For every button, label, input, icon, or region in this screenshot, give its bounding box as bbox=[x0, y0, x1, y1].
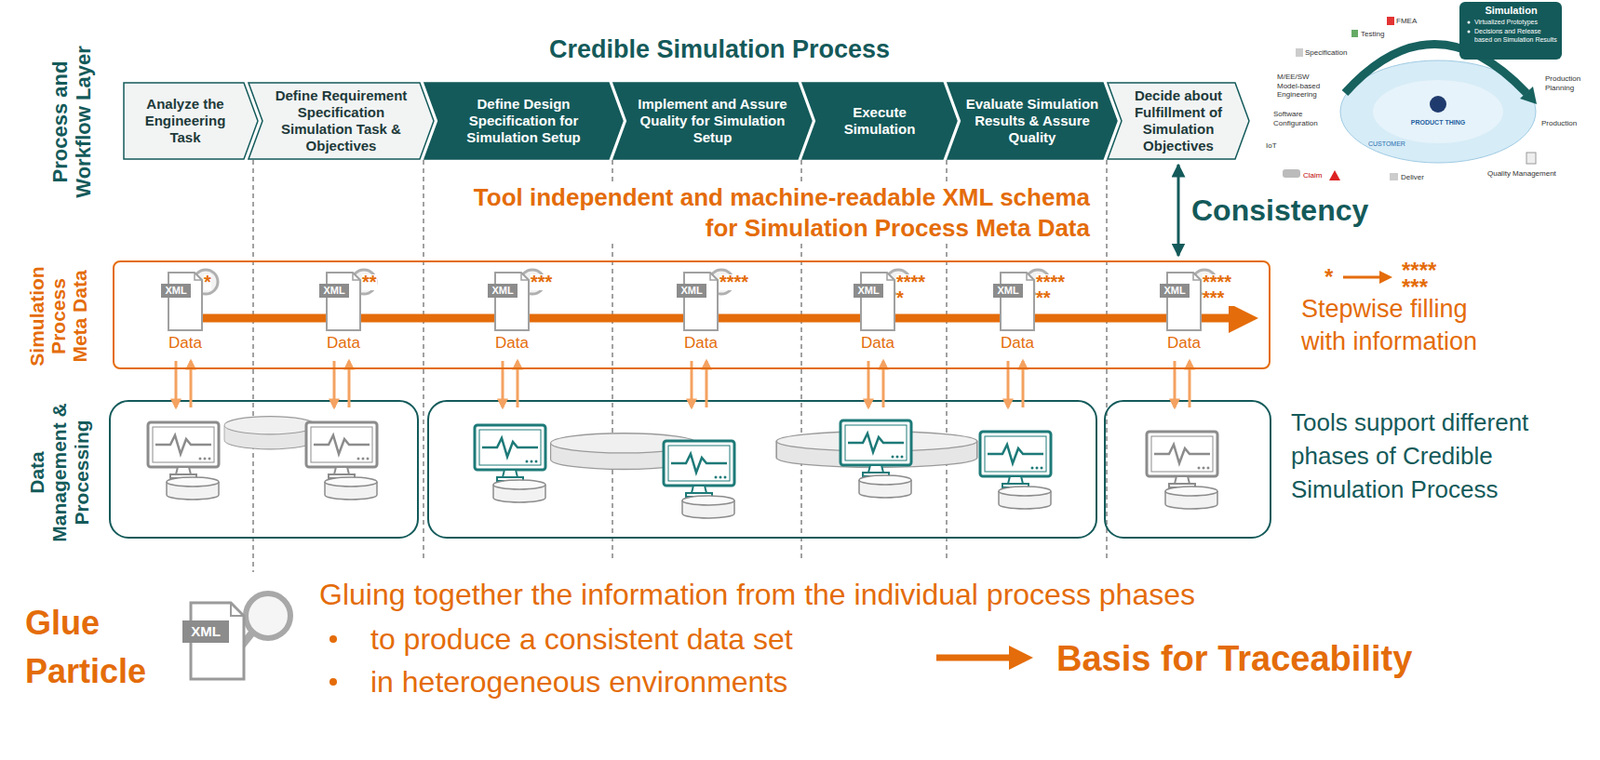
step-label: Implement and Assure Quality for Simulat… bbox=[631, 95, 794, 147]
step-label: Execute Simulation bbox=[820, 104, 940, 138]
file-type-badge: XML bbox=[1159, 283, 1190, 298]
tool-monitor bbox=[147, 420, 1218, 519]
chevron-outline bbox=[613, 82, 812, 160]
lifecycle-label: Claim bbox=[1303, 171, 1322, 181]
data-label: Data bbox=[980, 334, 1055, 353]
xml-meta-data-file: XML *** Data bbox=[474, 267, 578, 361]
file-type-badge: XML bbox=[487, 283, 518, 298]
row-label: Data Management & Processing bbox=[26, 403, 94, 543]
data-label: Data bbox=[1146, 334, 1222, 353]
xml-meta-data-file: XML ** Data bbox=[306, 267, 409, 361]
lifecycle-label: Specification bbox=[1304, 48, 1347, 58]
lifecycle-label: Quality Management bbox=[1487, 169, 1557, 179]
bullet-item: to produce a consistent data set bbox=[370, 621, 794, 658]
tool-group-box bbox=[109, 401, 1271, 538]
xml-meta-data-file: XML **** *** Data bbox=[1146, 267, 1250, 361]
title: Credible Simulation Process bbox=[549, 35, 890, 65]
fill-level-stars: ** bbox=[362, 274, 377, 291]
xml-meta-data-file: XML **** * Data bbox=[840, 267, 943, 361]
xml-meta-data-file: XML **** Data bbox=[663, 267, 767, 361]
lifecycle-label: IoT bbox=[1265, 141, 1278, 151]
heading: Glue Particle bbox=[25, 599, 189, 697]
fill-level-stars: * bbox=[203, 274, 212, 291]
file-type-badge: XML bbox=[993, 283, 1023, 298]
file-type-badge: XML bbox=[182, 620, 229, 644]
chevron-outline bbox=[424, 82, 623, 160]
process-step: Define Requirement Specification Simulat… bbox=[247, 81, 435, 161]
file-type-badge: XML bbox=[853, 283, 884, 298]
fill-level-stars: **** *** bbox=[1202, 274, 1238, 307]
step-label: Analyze the Engineering Task bbox=[130, 95, 241, 147]
step-label: Evaluate Simulation Results & Assure Qua… bbox=[965, 95, 1100, 147]
panel-bullet: Virtualized Prototypes bbox=[1474, 18, 1559, 27]
lifecycle-label: Deliver bbox=[1400, 173, 1425, 183]
lifecycle-label: Testing bbox=[1360, 29, 1385, 40]
data-label: Data bbox=[306, 334, 381, 353]
lifecycle-label: M/EE/SW Model-based Engineering bbox=[1277, 72, 1332, 100]
conclusion: Basis for Traceability bbox=[1056, 638, 1412, 680]
fill-level-stars: **** ** bbox=[1035, 274, 1072, 307]
note: Stepwise filling with information bbox=[1301, 293, 1511, 359]
row-label: Process and Workflow Layer bbox=[48, 40, 95, 204]
fill-level-stars: **** *** bbox=[1401, 262, 1443, 296]
bullet-item: in heterogeneous environments bbox=[370, 664, 788, 700]
bullet bbox=[329, 635, 337, 686]
meta-data-band: Simulation Process Meta DataXML*DataXML*… bbox=[112, 260, 1271, 370]
fill-level-stars: **** * bbox=[896, 274, 932, 307]
file-type-badge: XML bbox=[319, 283, 350, 298]
process-step: Analyze the Engineering Task bbox=[122, 81, 259, 161]
phase-divider bbox=[253, 160, 1107, 573]
process-step: Define Design Specification for Simulati… bbox=[423, 81, 624, 161]
process-step: Execute Simulation bbox=[801, 81, 958, 161]
product-lifecycle-illustration bbox=[1282, 1, 1562, 181]
file-type-badge: XML bbox=[161, 283, 191, 298]
lifecycle-label: Production Planning bbox=[1545, 74, 1594, 93]
traceability-arrow bbox=[936, 645, 1034, 671]
fill-level-stars: **** bbox=[719, 274, 749, 291]
chevron-outline bbox=[1107, 82, 1250, 160]
step-label: Decide about Fulfillment of Simulation O… bbox=[1125, 87, 1232, 155]
chevron-outline bbox=[123, 82, 258, 160]
process-step: Evaluate Simulation Results & Assure Qua… bbox=[946, 81, 1118, 161]
note: Tools support different phases of Credib… bbox=[1290, 405, 1591, 507]
edge-label: Consistency bbox=[1191, 191, 1369, 229]
lifecycle-label: Production bbox=[1541, 119, 1577, 129]
step-label: Define Requirement Specification Simulat… bbox=[266, 87, 417, 155]
fill-level-stars: *** bbox=[530, 274, 552, 291]
chevron-outline bbox=[248, 82, 434, 160]
lifecycle-label: Software Configuration bbox=[1273, 109, 1325, 128]
data-label: Data bbox=[147, 334, 223, 353]
data-label: Data bbox=[840, 334, 915, 353]
chevron-outline bbox=[802, 82, 957, 160]
filling-arrow bbox=[1343, 270, 1393, 284]
lifecycle-label: CUSTOMER bbox=[1368, 139, 1406, 148]
lifecycle-label: FMEA bbox=[1396, 16, 1417, 27]
panel-title: Simulation bbox=[1463, 4, 1560, 17]
fill-level-stars: * bbox=[1324, 266, 1333, 289]
xml-meta-data-file: XML * Data bbox=[147, 267, 251, 361]
data-label: Data bbox=[663, 334, 739, 353]
file-type-badge: XML bbox=[676, 283, 707, 298]
process-step: Decide about Fulfillment of Simulation O… bbox=[1106, 81, 1251, 161]
process-step: Implement and Assure Quality for Simulat… bbox=[612, 81, 813, 161]
chevron-outline bbox=[947, 82, 1117, 160]
xml-meta-data-file: XML **** ** Data bbox=[980, 267, 1083, 361]
lifecycle-label: PRODUCT THING bbox=[1410, 119, 1466, 127]
glue-particle-icon bbox=[182, 593, 291, 680]
data-label: Data bbox=[474, 334, 550, 353]
consistency-arrow bbox=[1177, 164, 1181, 256]
step-label: Define Design Specification for Simulati… bbox=[442, 95, 606, 147]
row-label: Simulation Process Meta Data bbox=[26, 255, 91, 377]
panel-bullet: Decisions and Release based on Simulatio… bbox=[1474, 27, 1559, 44]
statement: Gluing together the information from the… bbox=[319, 577, 1196, 613]
schema-note: Tool independent and machine-readable XM… bbox=[447, 182, 1090, 244]
